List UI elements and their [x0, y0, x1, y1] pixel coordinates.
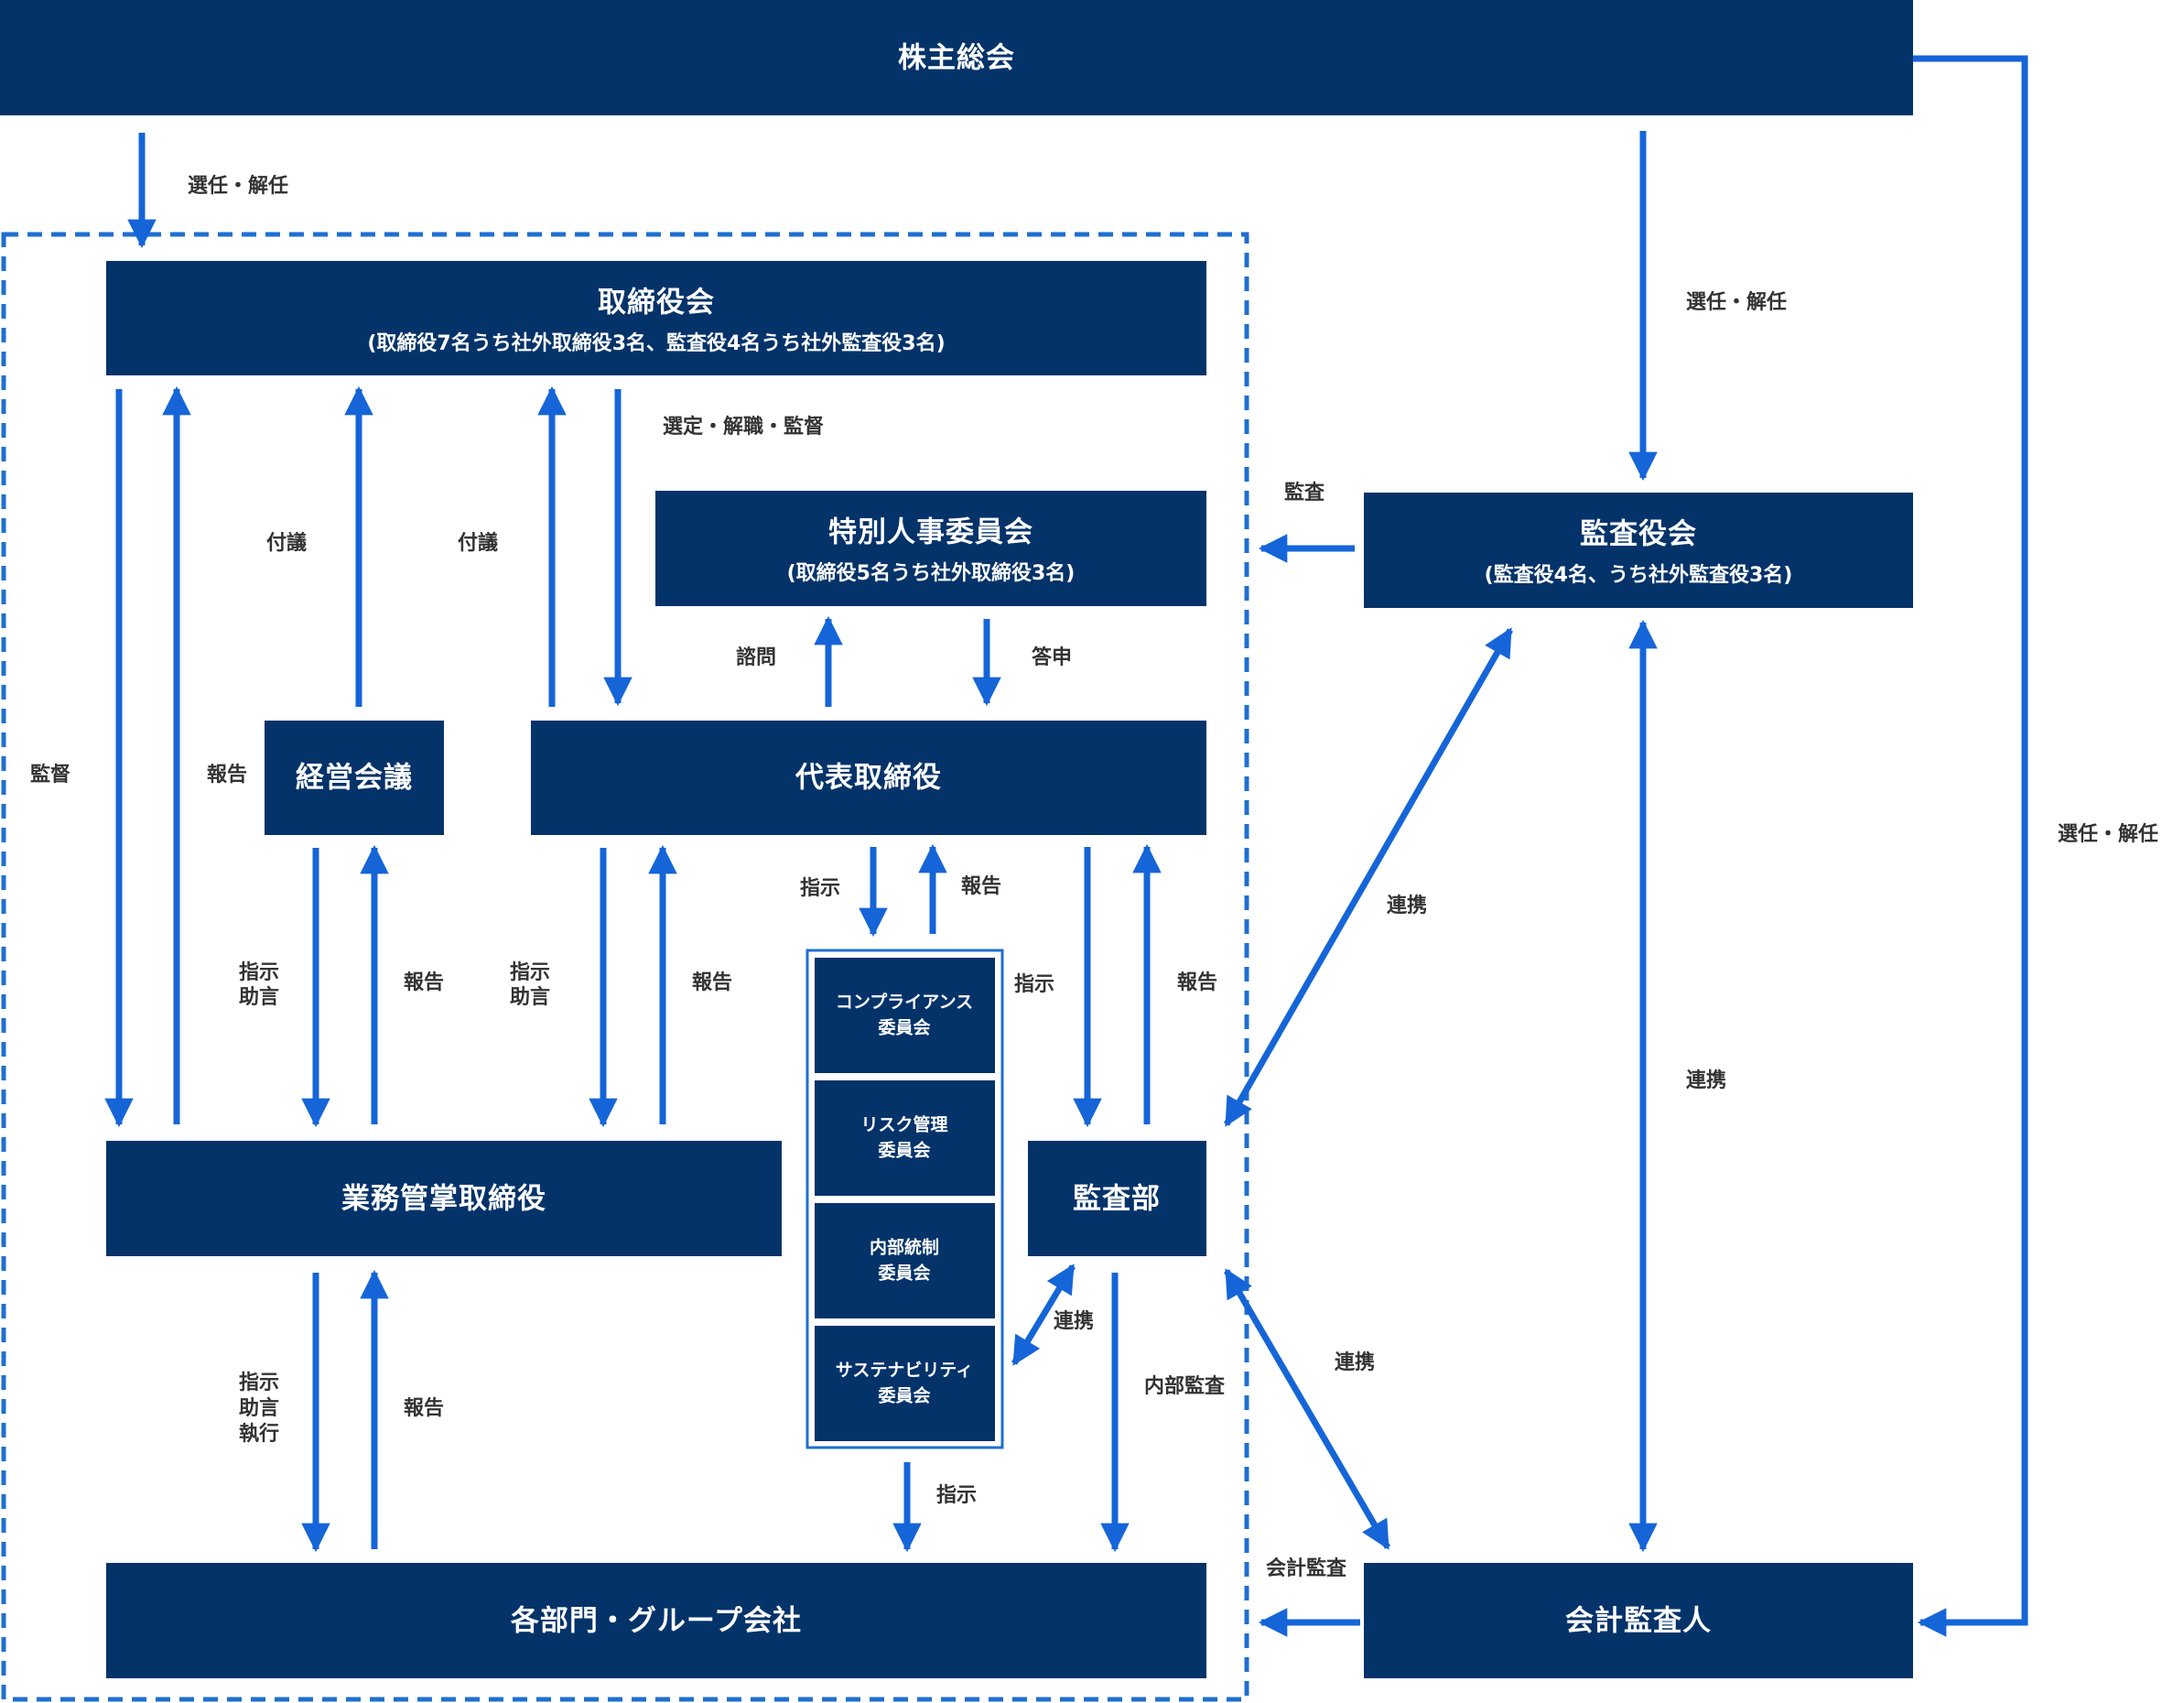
- sustainability-committee-box: サステナビリティ 委員会: [811, 1322, 999, 1445]
- arrow-elect-accounting-auditor: [1913, 55, 2028, 1637]
- committee-suffix: 委員会: [877, 1017, 930, 1038]
- label-cooperate-1: 連携: [1387, 894, 1427, 917]
- label-elect-accounting: 選任・解任: [2058, 822, 2158, 846]
- audit-board-detail: (監査役4名、うち社外監査役3名): [1485, 563, 1793, 587]
- special-personnel-committee-box: 特別人事委員会 (取締役5名うち社外取締役3名): [655, 491, 1206, 606]
- label-submit-2: 付議: [458, 531, 498, 555]
- label-execute-departments: 執行: [239, 1422, 279, 1446]
- arrow-cooperate-auditdept-accounting: [1223, 1268, 1391, 1550]
- label-report-mgmt-meeting: 報告: [207, 763, 247, 786]
- audit-department-label: 監査部: [1073, 1183, 1161, 1216]
- label-cooperate-3: 連携: [1054, 1309, 1094, 1333]
- arrow-labels: 選任・解任 選任・解任 選任・解任 選定・解職・監督 付議 付議 監査 監督 報…: [30, 174, 2158, 1580]
- label-elect-auditors: 選任・解任: [1686, 290, 1787, 314]
- board-of-directors-detail: (取締役7名うち社外取締役3名、監査役4名うち社外監査役3名): [367, 331, 945, 355]
- departments-group-companies-label: 各部門・グループ会社: [510, 1605, 802, 1638]
- label-instruct-mgmt: 指示: [239, 961, 279, 984]
- label-instruct-audit-dept: 指示: [1014, 973, 1054, 996]
- label-accounting-audit: 会計監査: [1266, 1557, 1347, 1580]
- committee-name: リスク管理: [860, 1114, 947, 1135]
- label-advise-rep: 助言: [510, 985, 550, 1009]
- special-personnel-committee-detail: (取締役5名うち社外取締役3名): [787, 561, 1076, 585]
- label-answer: 答申: [1032, 645, 1072, 669]
- executive-directors-label: 業務管掌取締役: [341, 1183, 546, 1216]
- company-boundary: [1, 232, 1249, 1702]
- label-elect-board: 選任・解任: [188, 174, 288, 198]
- label-cooperate-4: 連携: [1335, 1350, 1375, 1374]
- audit-board-box: 監査役会 (監査役4名、うち社外監査役3名): [1364, 493, 1913, 608]
- label-audit: 監査: [1284, 482, 1325, 504]
- risk-management-committee-box: リスク管理 委員会: [811, 1077, 999, 1199]
- board-of-directors-label: 取締役会: [598, 287, 715, 320]
- management-meeting-label: 経営会議: [296, 762, 413, 795]
- accounting-auditor-label: 会計監査人: [1565, 1605, 1712, 1638]
- label-instruct-committees: 指示: [800, 877, 840, 900]
- shareholders-meeting-box: 株主総会: [0, 0, 1913, 115]
- label-supervise: 監督: [30, 763, 70, 786]
- label-report-departments: 報告: [404, 1396, 444, 1420]
- committee-name: コンプライアンス: [836, 992, 973, 1013]
- accounting-auditor-box: 会計監査人: [1364, 1563, 1913, 1678]
- committee-suffix: 委員会: [877, 1263, 930, 1284]
- committees-stack: コンプライアンス 委員会 リスク管理 委員会 内部統制 委員会 サステナビリティ…: [805, 949, 1004, 1449]
- arrows: [104, 55, 2028, 1637]
- committee-suffix: 委員会: [877, 1385, 930, 1406]
- label-report-mgmt: 報告: [404, 971, 444, 994]
- shareholders-meeting-label: 株主総会: [898, 42, 1015, 75]
- committee-name: サステナビリティ: [836, 1361, 973, 1381]
- management-meeting-box: 経営会議: [265, 721, 444, 835]
- label-advise-mgmt: 助言: [239, 985, 279, 1009]
- representative-director-box: 代表取締役: [531, 721, 1206, 835]
- special-personnel-committee-label: 特別人事委員会: [828, 516, 1033, 549]
- executive-directors-box: 業務管掌取締役: [106, 1141, 782, 1256]
- label-report-committees: 報告: [961, 874, 1001, 898]
- label-report-rep: 報告: [692, 971, 732, 994]
- audit-department-box: 監査部: [1028, 1141, 1206, 1256]
- label-report-audit-dept: 報告: [1177, 971, 1217, 994]
- label-instruct-bottom: 指示: [936, 1484, 977, 1507]
- label-instruct-departments: 指示: [239, 1372, 279, 1394]
- label-instruct-rep: 指示: [510, 961, 550, 984]
- audit-board-label: 監査役会: [1580, 518, 1697, 551]
- representative-director-label: 代表取締役: [795, 762, 942, 795]
- label-cooperate-2: 連携: [1686, 1068, 1726, 1092]
- label-internal-audit: 内部監査: [1144, 1374, 1226, 1398]
- compliance-committee-box: コンプライアンス 委員会: [811, 954, 999, 1077]
- departments-group-companies-box: 各部門・グループ会社: [106, 1563, 1206, 1678]
- label-select-supervise: 選定・解職・監督: [663, 415, 824, 439]
- internal-control-committee-box: 内部統制 委員会: [811, 1199, 999, 1322]
- board-of-directors-box: 取締役会 (取締役7名うち社外取締役3名、監査役4名うち社外監査役3名): [106, 261, 1206, 375]
- label-submit-1: 付議: [266, 531, 307, 555]
- committee-name: 内部統制: [870, 1237, 939, 1258]
- arrow-cooperate-committees-audit: [1011, 1264, 1076, 1366]
- label-advise-departments: 助言: [239, 1396, 279, 1420]
- label-consult: 諮問: [736, 645, 776, 669]
- arrow-cooperate-auditboard-auditdept: [1223, 627, 1514, 1127]
- committee-suffix: 委員会: [877, 1140, 930, 1161]
